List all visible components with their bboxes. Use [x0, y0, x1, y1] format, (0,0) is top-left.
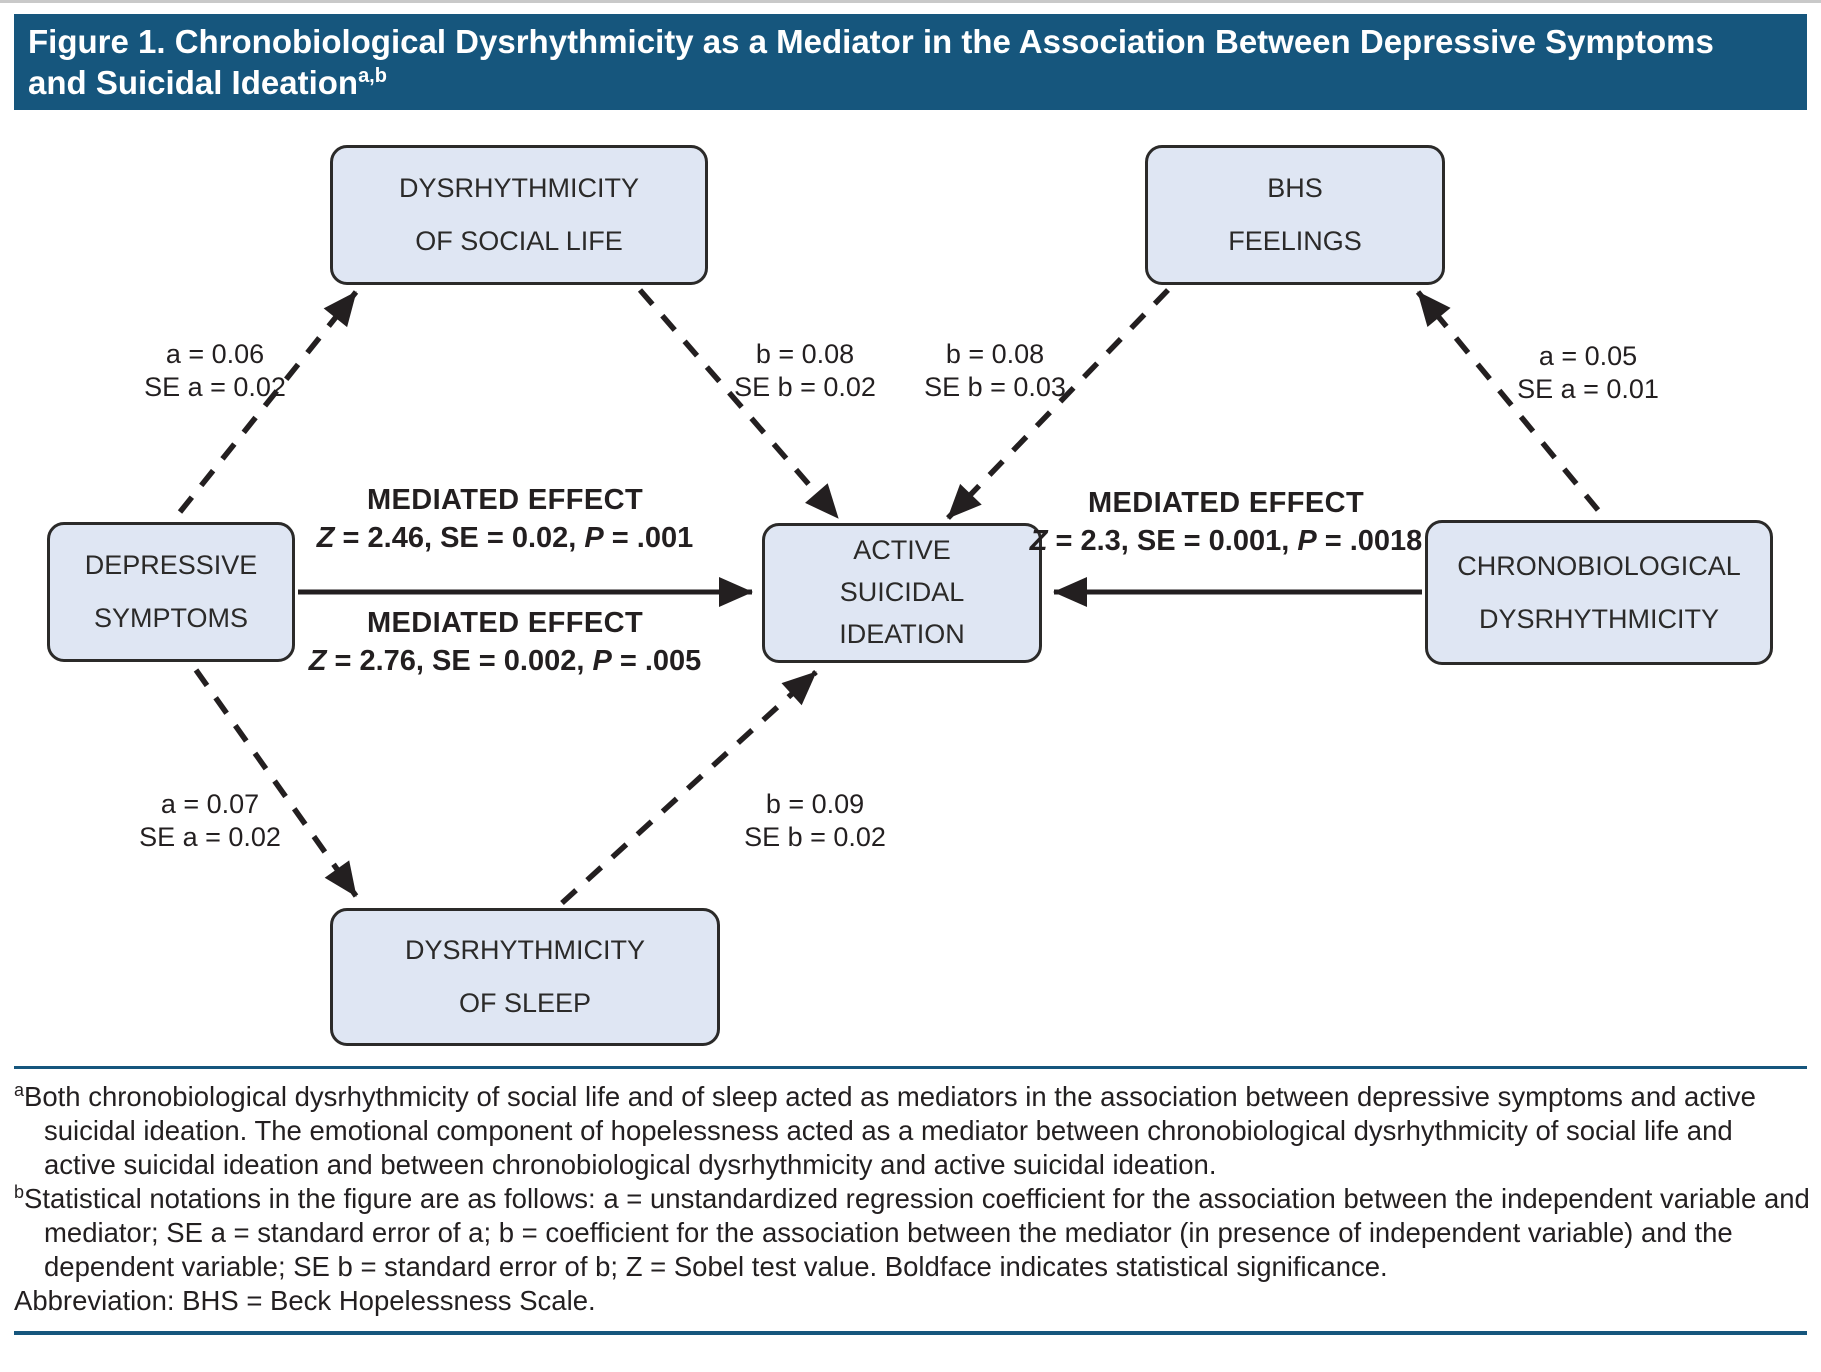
- mediated-effect-stats: Z = 2.46, SE = 0.02, P = .001: [316, 522, 694, 554]
- footnote-b: bStatistical notations in the figure are…: [14, 1181, 1810, 1282]
- mediated-effect-top-left: MEDIATED EFFECT Z = 2.46, SE = 0.02, P =…: [290, 484, 720, 555]
- footnotes: aBoth chronobiological dysrhythmicity of…: [14, 1080, 1810, 1318]
- footnote-a: aBoth chronobiological dysrhythmicity of…: [14, 1079, 1756, 1180]
- footnote-divider-rule: [14, 1066, 1807, 1069]
- node-chronobiological-dysrhythmicity: CHRONOBIOLOGICAL DYSRHYTHMICITY: [1425, 520, 1773, 665]
- figure-title-line-1: Figure 1. Chronobiological Dysrhythmicit…: [28, 23, 1714, 60]
- mediated-effect-stats: Z = 2.3, SE = 0.001, P = .0018: [1029, 525, 1423, 557]
- mediated-effect-heading: MEDIATED EFFECT: [366, 607, 644, 639]
- label-b-social-to-ideation: b = 0.08 SE b = 0.02: [734, 339, 876, 403]
- figure-title-bar: Figure 1. Chronobiological Dysrhythmicit…: [14, 14, 1807, 110]
- abbreviation-note: Abbreviation: BHS = Beck Hopelessness Sc…: [14, 1285, 596, 1316]
- node-depressive-symptoms: DEPRESSIVE SYMPTOMS: [47, 522, 295, 662]
- label-a-chrono-to-bhs: a = 0.05 SE a = 0.01: [1517, 341, 1659, 405]
- arrow-depressive-to-sleep: [193, 668, 359, 898]
- label-a-dep-to-sleep: a = 0.07 SE a = 0.02: [139, 789, 281, 853]
- label-b-bhs-to-ideation: b = 0.08 SE b = 0.03: [924, 339, 1066, 403]
- top-rule: [0, 0, 1821, 3]
- mediated-effect-stats: Z = 2.76, SE = 0.002, P = .005: [308, 645, 702, 677]
- node-dysrhythmicity-social-life: DYSRHYTHMICITY OF SOCIAL LIFE: [330, 145, 708, 285]
- mediated-effect-right: MEDIATED EFFECT Z = 2.3, SE = 0.001, P =…: [1026, 487, 1426, 558]
- footnote-b-marker: b: [14, 1181, 25, 1202]
- figure-title-line-2: and Suicidal Ideationa,b: [28, 64, 387, 101]
- mediated-effect-heading: MEDIATED EFFECT: [1087, 487, 1365, 519]
- node-active-suicidal-ideation: ACTIVE SUICIDAL IDEATION: [762, 523, 1042, 663]
- mediated-effect-bottom-left: MEDIATED EFFECT Z = 2.76, SE = 0.002, P …: [290, 607, 720, 678]
- label-a-dep-to-social: a = 0.06 SE a = 0.02: [144, 339, 286, 403]
- bottom-rule: [14, 1331, 1807, 1335]
- node-bhs-feelings: BHS FEELINGS: [1145, 145, 1445, 285]
- footnote-a-marker: a: [14, 1079, 25, 1100]
- title-superscript: a,b: [358, 65, 387, 87]
- node-dysrhythmicity-sleep: DYSRHYTHMICITY OF SLEEP: [330, 908, 720, 1046]
- label-b-sleep-to-ideation: b = 0.09 SE b = 0.02: [744, 789, 886, 853]
- mediated-effect-heading: MEDIATED EFFECT: [366, 484, 644, 516]
